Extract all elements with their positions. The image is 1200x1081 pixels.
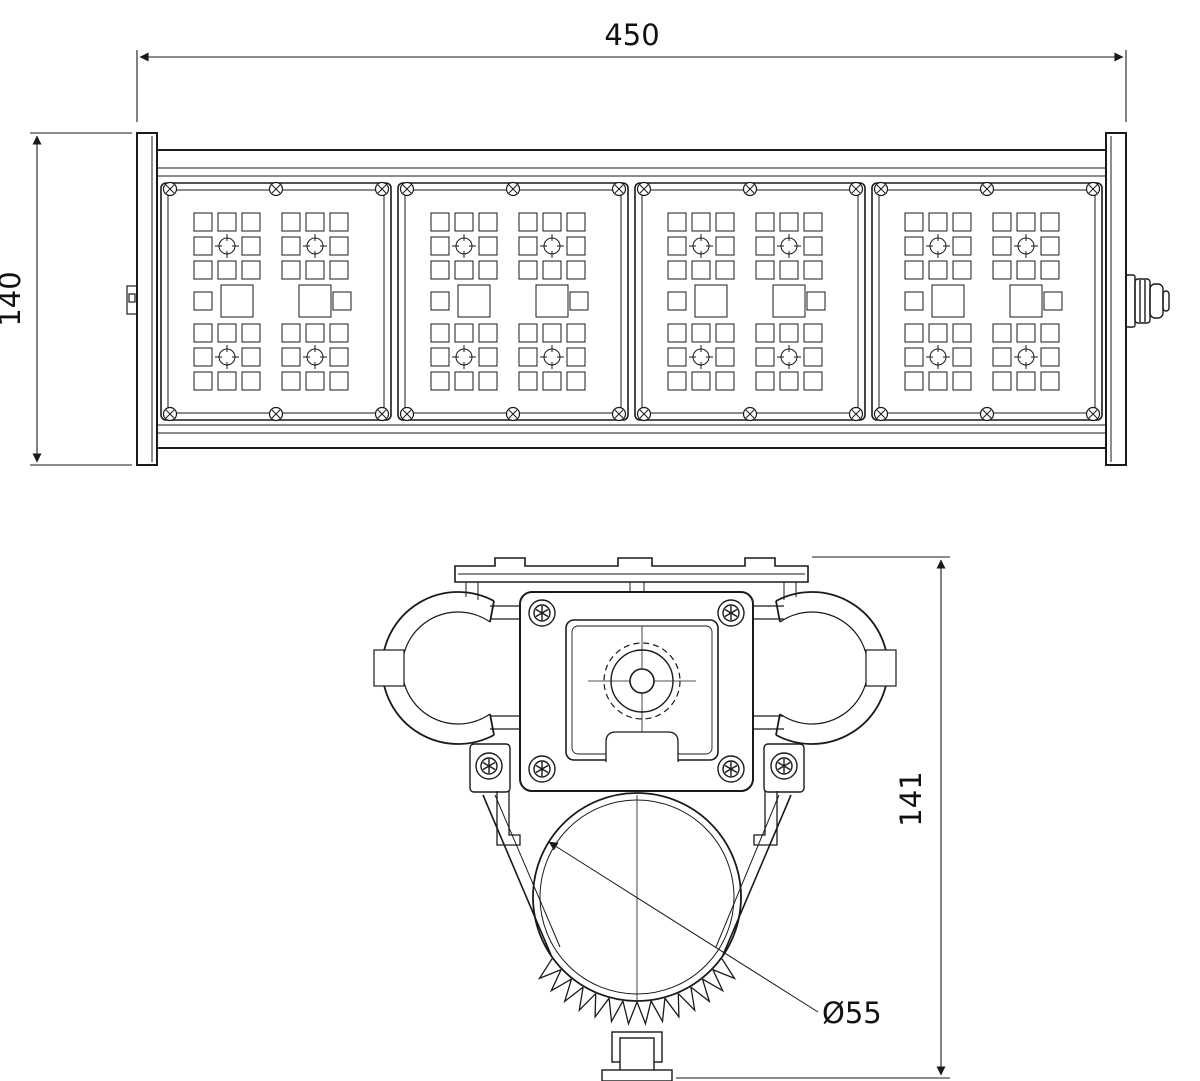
- section-height-label: 141: [894, 771, 928, 826]
- left-end-plate: [136, 132, 158, 466]
- leader-line: [548, 841, 819, 1013]
- fixture-body: [126, 132, 1170, 466]
- right-wing-slot: [865, 649, 897, 687]
- mounting-bracket: [519, 591, 754, 792]
- phillips-screw-icon: [505, 181, 521, 197]
- center-hole: [629, 668, 655, 694]
- phillips-screw-icon: [848, 406, 864, 422]
- hub-ring: [610, 649, 674, 713]
- phillips-screw-icon: [979, 406, 995, 422]
- left-shroud-inner: [494, 794, 561, 948]
- tube-diameter-label: Ø55: [822, 996, 882, 1030]
- front-view: 450 140: [0, 18, 1170, 466]
- phillips-screw-icon: [399, 181, 415, 197]
- section-view: 141 Ø55: [373, 556, 950, 1081]
- right-wing: [753, 591, 897, 745]
- overall-length-label: 450: [604, 18, 659, 52]
- led-panel-1: [160, 181, 392, 422]
- torx-screw-icon: [717, 755, 745, 783]
- right-shroud-inner: [715, 794, 780, 948]
- phillips-screw-icon: [873, 406, 889, 422]
- torx-screw-icon: [717, 599, 745, 627]
- phillips-screw-icon: [611, 181, 627, 197]
- right-shroud-outer: [722, 794, 792, 956]
- bottom-bracket: [601, 1031, 673, 1081]
- torx-screw-icon: [475, 752, 503, 780]
- top-strip: [454, 557, 809, 583]
- phillips-screw-icon: [374, 181, 390, 197]
- dimension-overall-length: 450: [136, 18, 1127, 122]
- phillips-screw-icon: [505, 406, 521, 422]
- phillips-screw-icon: [742, 181, 758, 197]
- left-wing: [373, 591, 521, 745]
- phillips-screw-icon: [374, 406, 390, 422]
- gear-ring: [603, 642, 681, 720]
- phillips-screw-icon: [268, 406, 284, 422]
- left-shroud-outer: [482, 794, 552, 956]
- phillips-screw-icon: [636, 181, 652, 197]
- cable-gland: [1125, 274, 1170, 328]
- phillips-screw-icon: [162, 181, 178, 197]
- led-panel-4: [871, 181, 1103, 422]
- dimension-section-height: 141: [676, 556, 950, 1079]
- phillips-screw-icon: [399, 406, 415, 422]
- phillips-screw-icon: [1085, 181, 1101, 197]
- torx-screw-icon: [528, 599, 556, 627]
- torx-screw-icon: [770, 752, 798, 780]
- torx-screw-icon: [528, 755, 556, 783]
- left-clip: [126, 285, 138, 315]
- phillips-screw-icon: [611, 406, 627, 422]
- phillips-screw-icon: [742, 406, 758, 422]
- left-wing-slot: [373, 649, 405, 687]
- heatsink-fins: [537, 958, 737, 1026]
- dimension-overall-height: 140: [0, 132, 132, 466]
- left-screw-tab: [469, 743, 511, 793]
- diameter-callout: Ø55: [548, 841, 882, 1030]
- phillips-screw-icon: [636, 406, 652, 422]
- phillips-screw-icon: [268, 181, 284, 197]
- phillips-screw-icon: [1085, 406, 1101, 422]
- led-panels: [160, 181, 1103, 422]
- led-panel-3: [634, 181, 866, 422]
- housing: [156, 149, 1107, 449]
- right-end-plate: [1105, 132, 1127, 466]
- overall-height-label: 140: [0, 271, 27, 326]
- right-screw-tab: [763, 743, 805, 793]
- phillips-screw-icon: [848, 181, 864, 197]
- phillips-screw-icon: [162, 406, 178, 422]
- bottom-notch: [605, 731, 679, 762]
- led-panel-2: [397, 181, 629, 422]
- phillips-screw-icon: [873, 181, 889, 197]
- phillips-screw-icon: [979, 181, 995, 197]
